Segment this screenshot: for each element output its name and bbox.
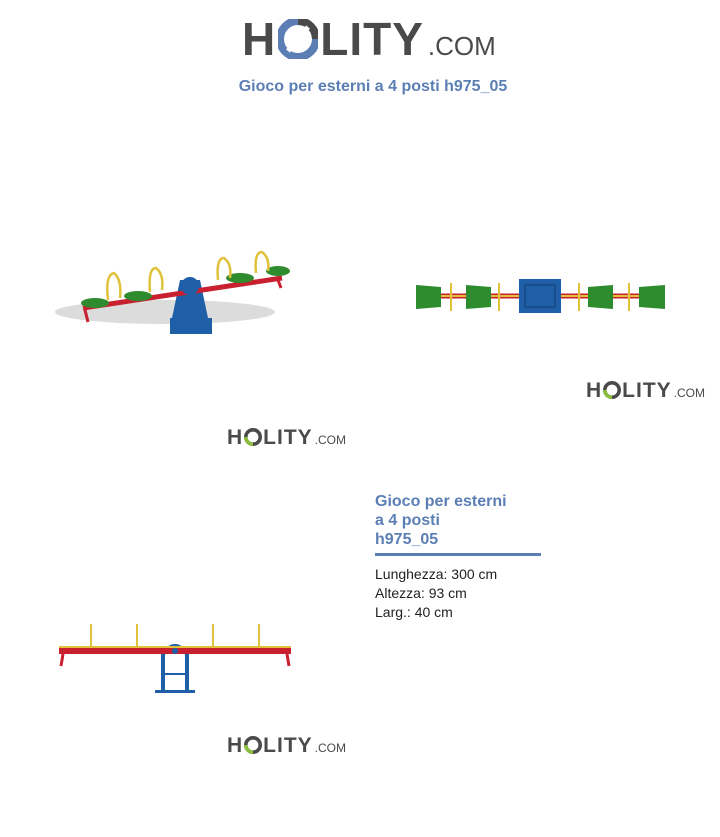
product-title-line: a 4 posti xyxy=(375,512,440,529)
logo-letter-h: H xyxy=(227,426,244,449)
title-divider xyxy=(375,553,541,556)
page-title: Gioco per esterni a 4 posti h975_05 xyxy=(238,78,508,95)
logo-letter-h: H xyxy=(586,379,603,402)
brand-logo: H LITY .COM xyxy=(242,12,496,66)
product-title: Gioco per esterni a 4 posti h975_05 xyxy=(375,492,541,549)
logo-letter-h: H xyxy=(227,734,244,757)
brand-logo-small: H LITY .COM xyxy=(227,734,346,758)
brand-logo-small: H LITY .COM xyxy=(586,379,705,403)
holity-logo-icon xyxy=(244,428,263,446)
brand-logo-small: H LITY .COM xyxy=(227,426,346,450)
spec-length: Lunghezza: 300 cm xyxy=(375,566,498,582)
seesaw-front-view-image xyxy=(59,624,291,693)
spec-height: Altezza: 93 cm xyxy=(375,585,467,601)
logo-domain: .COM xyxy=(427,31,496,61)
logo-letters-lity: LITY xyxy=(320,13,424,65)
holity-logo-icon xyxy=(244,736,263,754)
logo-letters-lity: LITY xyxy=(622,379,672,402)
logo-letters-lity: LITY xyxy=(263,426,313,449)
seesaw-perspective-image xyxy=(55,250,290,334)
logo-domain: .COM xyxy=(314,433,347,447)
holity-logo-icon xyxy=(276,16,321,61)
logo-domain: .COM xyxy=(314,741,347,755)
seesaw-top-view-image xyxy=(416,279,665,313)
holity-logo-icon xyxy=(603,381,622,399)
logo-domain: .COM xyxy=(673,386,706,400)
logo-letters-lity: LITY xyxy=(263,734,313,757)
product-title-line: Gioco per esterni xyxy=(375,493,507,510)
logo-letter-h: H xyxy=(242,13,277,65)
spec-width: Larg.: 40 cm xyxy=(375,604,453,620)
product-title-line: h975_05 xyxy=(375,531,439,548)
